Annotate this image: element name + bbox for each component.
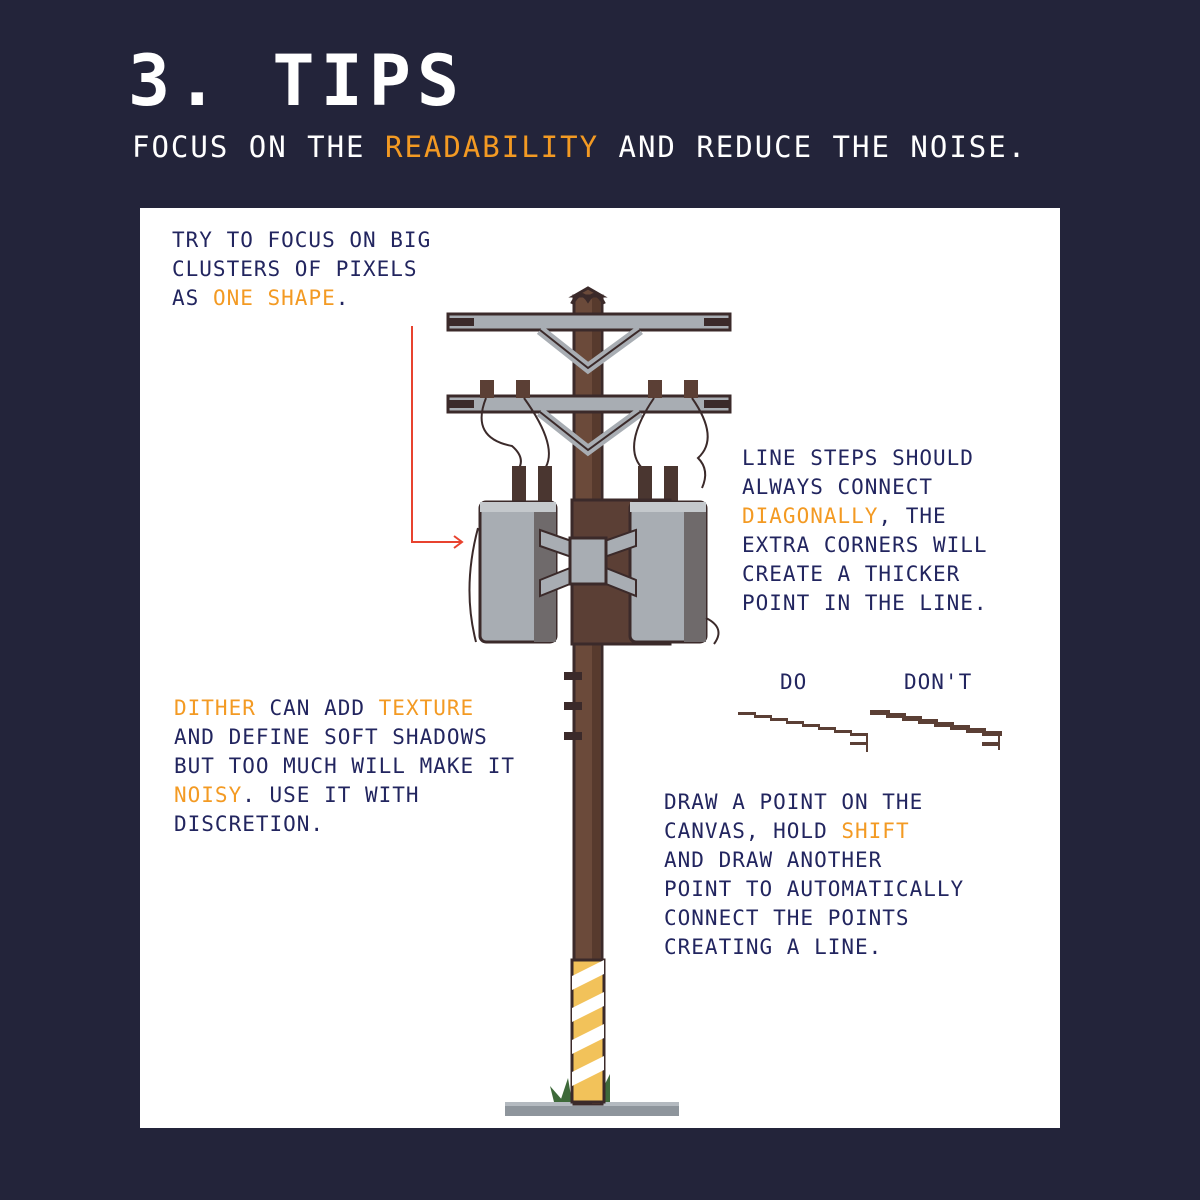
tip-text: . xyxy=(335,286,350,310)
arrow-pointer xyxy=(411,326,464,549)
utility-pole-illustration xyxy=(411,286,1002,1116)
tip-shift-line: DRAW A POINT ON THE CANVAS, HOLD SHIFT A… xyxy=(664,788,964,962)
tip-text-line: CANVAS, HOLD SHIFT xyxy=(664,817,964,846)
tip-highlight: TEXTURE xyxy=(378,696,475,720)
tip-text: POINT TO AUTOMATICALLY xyxy=(664,877,965,901)
tip-dither: DITHER CAN ADD TEXTURE AND DEFINE SOFT S… xyxy=(174,694,515,839)
tip-text: CAN ADD xyxy=(255,696,379,720)
tip-text: DRAW A POINT ON THE xyxy=(664,790,924,814)
tip-text: TRY TO FOCUS ON BIG xyxy=(172,228,432,252)
illustration-panel: TRY TO FOCUS ON BIG CLUSTERS OF PIXELS A… xyxy=(140,208,1060,1128)
tip-text: , THE xyxy=(878,504,947,528)
lower-crossarm xyxy=(446,380,732,457)
tip-text: DISCRETION. xyxy=(174,812,325,836)
page-title: 3. TIPS xyxy=(128,40,466,122)
tip-text: . USE IT WITH xyxy=(242,783,420,807)
subtitle-text: FOCUS ON THE xyxy=(132,130,385,164)
subtitle-text-end: AND REDUCE THE NOISE. xyxy=(599,130,1028,164)
do-line-example xyxy=(738,712,868,752)
transformer-wires xyxy=(480,397,709,489)
tip-text-line: DIAGONALLY, THE xyxy=(742,502,988,531)
left-bushings xyxy=(512,466,552,506)
dont-line-example xyxy=(870,710,1002,750)
upper-crossarm xyxy=(446,312,732,375)
right-transformer xyxy=(628,500,708,644)
tip-text: LINE STEPS SHOULD xyxy=(742,446,974,470)
subtitle-highlight: READABILITY xyxy=(384,130,600,164)
tip-text: CONNECT THE POINTS xyxy=(664,906,910,930)
tip-text: ALWAYS CONNECT xyxy=(742,475,934,499)
tip-highlight: DIAGONALLY xyxy=(742,504,879,528)
tip-text: BUT TOO MUCH WILL MAKE IT xyxy=(174,754,516,778)
tip-highlight: ONE SHAPE xyxy=(212,286,336,310)
tip-text: POINT IN THE LINE. xyxy=(742,591,988,615)
tip-text: CREATING A LINE. xyxy=(664,935,883,959)
tip-highlight: NOISY xyxy=(174,783,243,807)
top-insulator xyxy=(570,292,606,305)
tip-text: CANVAS, HOLD xyxy=(664,819,842,843)
tip-text-line: DITHER CAN ADD TEXTURE xyxy=(174,694,515,723)
page-subtitle: FOCUS ON THE READABILITY AND REDUCE THE … xyxy=(132,130,1027,165)
pole-step-bolts xyxy=(564,672,582,740)
tip-text-line: NOISY. USE IT WITH xyxy=(174,781,515,810)
tip-text: CREATE A THICKER xyxy=(742,562,961,586)
tip-text: EXTRA CORNERS WILL xyxy=(742,533,988,557)
tip-text: AS xyxy=(172,286,213,310)
tip-text-line: AS ONE SHAPE. xyxy=(172,284,431,313)
dont-label: DON'T xyxy=(904,670,973,694)
do-label: DO xyxy=(780,670,808,694)
pole-guard xyxy=(570,958,606,1104)
right-bushings xyxy=(638,466,678,506)
left-transformer xyxy=(478,500,558,644)
tip-diagonal-lines: LINE STEPS SHOULD ALWAYS CONNECT DIAGONA… xyxy=(742,444,988,618)
tip-text: AND DRAW ANOTHER xyxy=(664,848,883,872)
tip-highlight: DITHER xyxy=(174,696,256,720)
tip-one-shape: TRY TO FOCUS ON BIG CLUSTERS OF PIXELS A… xyxy=(172,226,431,313)
tip-text: CLUSTERS OF PIXELS xyxy=(172,257,418,281)
tip-highlight: SHIFT xyxy=(841,819,910,843)
center-clamp xyxy=(539,528,637,598)
tip-text: AND DEFINE SOFT SHADOWS xyxy=(174,725,488,749)
